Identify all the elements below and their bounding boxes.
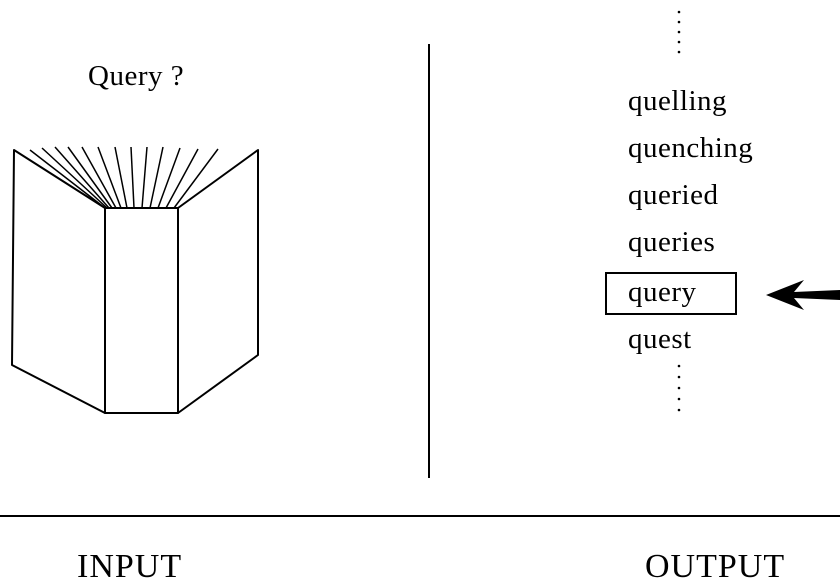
index-word: quest bbox=[628, 323, 692, 355]
index-word: queries bbox=[628, 226, 716, 258]
index-word-list: quelling quenching queried queries query… bbox=[628, 78, 753, 363]
index-word: quelling bbox=[628, 85, 728, 117]
input-label: INPUT bbox=[77, 548, 183, 585]
left-arrow-icon bbox=[766, 280, 840, 310]
open-book-icon bbox=[11, 146, 259, 414]
center-divider bbox=[428, 44, 430, 478]
output-label: OUTPUT bbox=[645, 548, 786, 585]
bottom-divider bbox=[0, 515, 840, 517]
match-highlight-box bbox=[605, 272, 737, 315]
query-prompt: Query ? bbox=[88, 60, 185, 92]
index-word-match: query bbox=[628, 276, 697, 308]
index-word: quenching bbox=[628, 132, 754, 164]
index-word: queried bbox=[628, 179, 719, 211]
ellipsis-top-icon bbox=[677, 10, 681, 54]
ellipsis-bottom-icon bbox=[677, 364, 681, 412]
